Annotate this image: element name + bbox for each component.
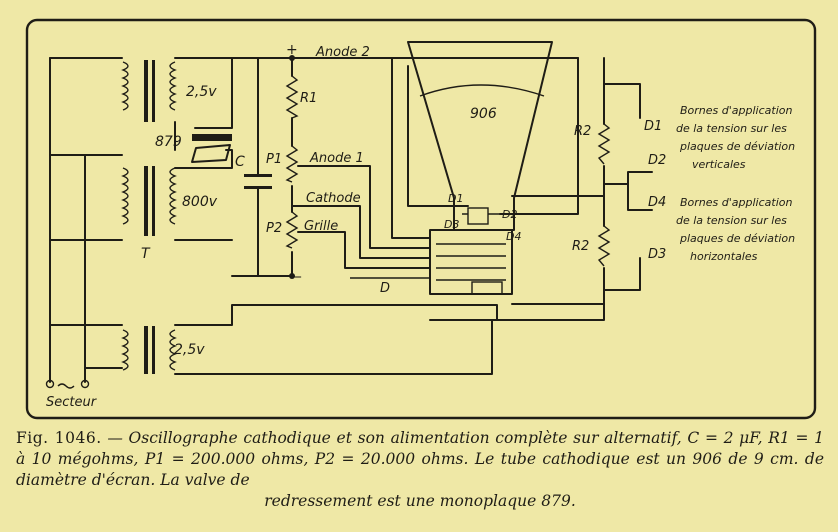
wire-plate-d1: [407, 65, 469, 207]
wire-grille: [297, 231, 431, 269]
note-horizontal-plates: Bornes d'application de la tension sur l…: [676, 196, 795, 263]
svg-text:Bornes d'application: Bornes d'application: [680, 104, 792, 117]
wire-cathode: [291, 205, 431, 259]
svg-text:Bornes d'application: Bornes d'application: [680, 196, 792, 209]
svg-text:de la tension sur les: de la tension sur les: [676, 214, 787, 227]
wire-terminal-d3: [603, 257, 641, 291]
label-c: C: [235, 154, 245, 170]
mains-terminal-2: [80, 379, 90, 389]
label-valve-879: 879: [155, 134, 182, 150]
junction-dot: [289, 55, 295, 61]
label-cathode: Cathode: [306, 191, 361, 206]
wire-anode1: [297, 165, 431, 249]
junction-dot: [289, 273, 295, 279]
svg-text:verticales: verticales: [692, 158, 746, 171]
label-2-5v-bottom: 2,5v: [174, 342, 205, 358]
label-d1: D1: [644, 119, 662, 134]
label-socket-d4: D4: [506, 230, 521, 243]
caption-text: — Oscillographe cathodique et son alimen…: [16, 429, 824, 489]
secteur-tilde: [57, 383, 75, 389]
label-800v: 800v: [182, 194, 218, 210]
label-grille: Grille: [304, 219, 338, 234]
valve-879: [191, 134, 232, 163]
caption-figure-number: Fig. 1046.: [16, 429, 102, 447]
label-p1: P1: [266, 152, 282, 167]
transformer-heater-tube: [121, 326, 177, 374]
label-d: D: [380, 281, 390, 296]
resistor-r2-top: [597, 123, 611, 165]
resistor-r1: [285, 75, 299, 119]
svg-text:plaques de déviation: plaques de déviation: [679, 140, 795, 153]
crt-tube-906: [407, 41, 553, 295]
label-socket-d1: D1: [448, 192, 463, 205]
svg-text:de la tension sur les: de la tension sur les: [676, 122, 787, 135]
potentiometer-p2: [285, 211, 299, 249]
wire-terminal-d1: [603, 83, 641, 119]
label-r1: R1: [300, 91, 317, 106]
note-vertical-plates: Bornes d'application de la tension sur l…: [676, 104, 795, 171]
svg-text:plaques de déviation: plaques de déviation: [679, 232, 795, 245]
potentiometer-p1: [285, 145, 299, 183]
label-r2-bottom: R2: [572, 239, 589, 254]
resistor-r2-bottom: [597, 225, 611, 267]
mains-terminal-1: [45, 379, 55, 389]
secondary-wires: [174, 57, 498, 375]
wire-anode2: [391, 57, 431, 239]
label-p2: P2: [266, 221, 282, 236]
label-minus: _: [293, 262, 302, 278]
caption-last-line: redressement est une monoplaque 879.: [264, 492, 576, 510]
label-d2: D2: [648, 153, 666, 168]
label-2-5v-top: 2,5v: [186, 84, 217, 100]
transformer-high-voltage: [121, 166, 177, 236]
label-secteur: Secteur: [46, 395, 98, 410]
wire-terminal-d2: [603, 171, 653, 185]
label-socket-d3: D3: [444, 218, 459, 231]
wire-plate-d2: [499, 57, 579, 215]
label-d4: D4: [648, 195, 666, 210]
primary-taps: [49, 57, 123, 369]
label-r2-top: R2: [574, 124, 591, 139]
svg-text:horizontales: horizontales: [690, 250, 758, 263]
capacitor-c-plate-2: [244, 186, 272, 189]
transformer-heater-valve: [121, 60, 177, 122]
label-anode2: Anode 2: [315, 45, 370, 60]
label-anode1: Anode 1: [309, 151, 364, 166]
label-d3: D3: [648, 247, 666, 262]
figure-caption: Fig. 1046. — Oscillographe cathodique et…: [16, 428, 824, 512]
circuit-diagram: 2,5v 800v T 2,5v 879 C + _ R1 P1 P2: [25, 18, 817, 420]
label-plus: +: [286, 42, 298, 58]
wire-terminal-d4: [627, 183, 653, 211]
capacitor-c-plate-1: [244, 174, 272, 177]
label-tube-906: 906: [470, 106, 497, 122]
label-t: T: [141, 246, 151, 262]
diagram-frame: [25, 18, 817, 420]
